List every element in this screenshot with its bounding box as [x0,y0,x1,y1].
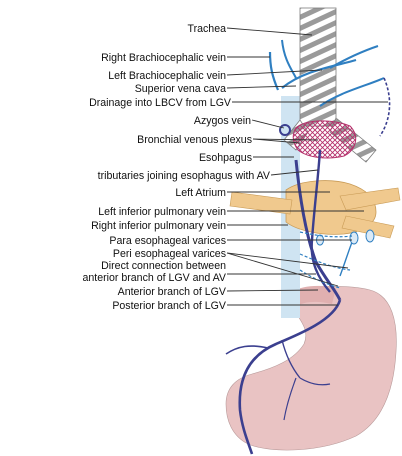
left-brachiocephalic-vein-upper [330,46,378,68]
label-right-brachiocephalic-vein: Right Brachiocephalic vein [101,52,226,64]
label-para-esophageal-varices: Para esophageal varices [109,235,226,247]
right-brachiocephalic-vein [270,52,278,90]
label-esophagus: Esohpagus [199,152,252,164]
stomach [226,286,396,450]
label-left-inferior-pulmonary-vein: Left inferior pulmonary vein [98,206,226,218]
label-left-atrium: Left Atrium [175,187,226,199]
label-right-inferior-pulmonary-vein: Right inferior pulmonary vein [91,220,226,232]
label-trachea: Trachea [188,23,227,35]
label-left-brachiocephalic-vein: Left Brachiocephalic vein [108,70,226,82]
label-peri-esophageal-varices: Peri esophageal varices [113,248,226,260]
label-drainage-lbcv-lgv: Drainage into LBCV from LGV [89,97,232,109]
label-anterior-branch-lgv: Anterior branch of LGV [118,286,227,298]
label-azygos-vein: Azygos vein [194,115,251,127]
label-superior-vena-cava: Superior vena cava [135,83,226,95]
label-direct-connection-line2: anterior branch of LGV and AV [83,272,227,284]
label-direct-connection-line1: Direct connection between [101,260,226,272]
label-posterior-branch-lgv: Posterior branch of LGV [112,300,227,312]
lgv-drainage-loop [380,78,390,136]
label-bronchial-venous-plexus: Bronchial venous plexus [137,134,252,146]
label-tributaries-av: tributaries joining esophagus with AV [98,170,271,182]
